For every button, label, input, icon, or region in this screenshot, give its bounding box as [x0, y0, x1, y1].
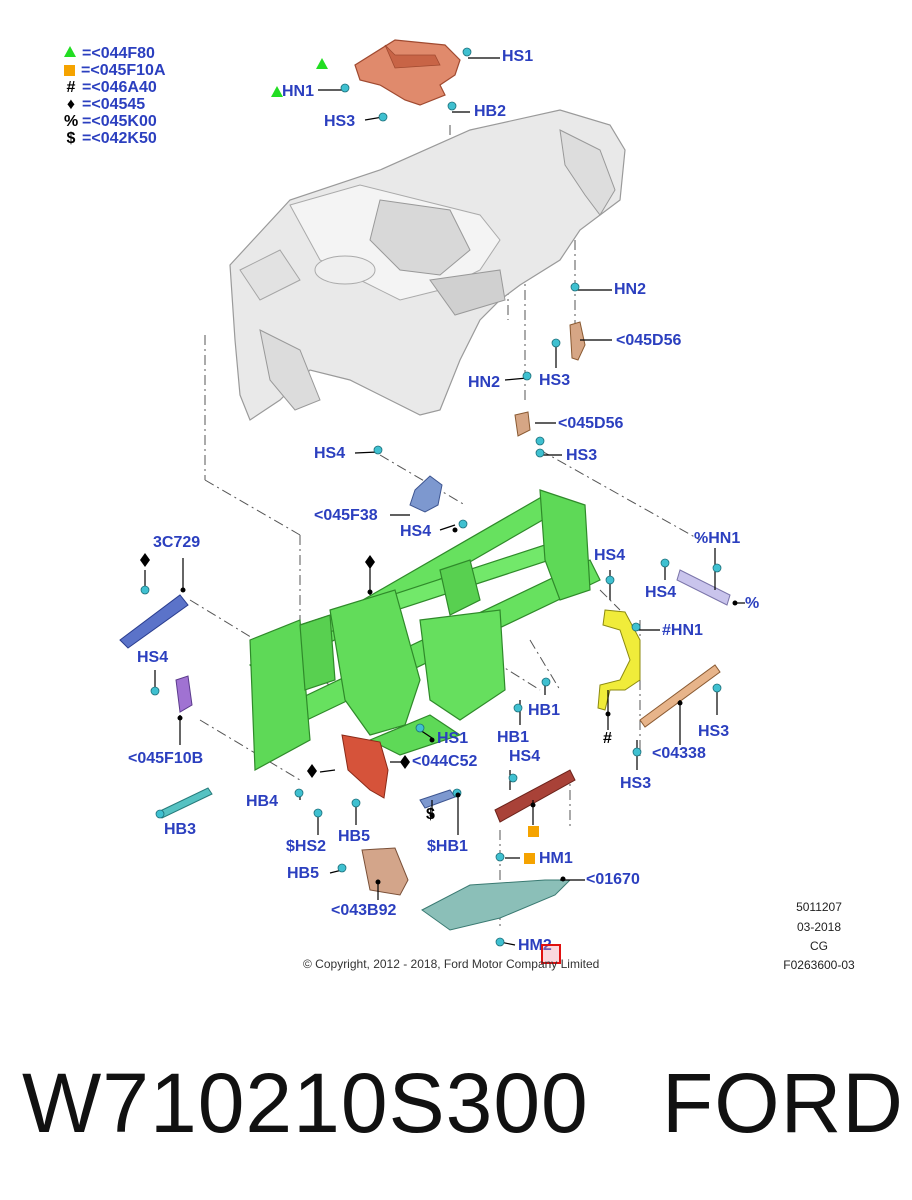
callout-hs4: HS4 — [645, 584, 677, 601]
legend-symbol: # — [66, 79, 76, 96]
bracket-045f38 — [409, 475, 443, 513]
legend-text: =<044F80 — [82, 45, 155, 62]
callout-hb1: HB1 — [528, 702, 561, 719]
copyright-text: © Copyright, 2012 - 2018, Ford Motor Com… — [303, 957, 600, 971]
callout-hs3: HS3 — [539, 372, 571, 389]
callout-hb3: HB3 — [164, 821, 197, 838]
callout-hs4: HS4 — [509, 748, 541, 765]
reference-code: 5011207 — [796, 900, 842, 914]
callout-hn1: #HN1 — [662, 622, 703, 639]
bracket-lavender — [676, 569, 731, 606]
bracket-3c729 — [119, 594, 189, 649]
callout-hm2: HM2 — [518, 937, 552, 954]
callout-hb1: HB1 — [497, 729, 530, 746]
callout-hn2: HN2 — [468, 374, 501, 391]
legend-row-hash: # =<046A40 — [64, 79, 157, 96]
callout-hs3: HS3 — [698, 723, 730, 740]
callout-hs1: HS1 — [502, 48, 534, 65]
rod-hb3 — [157, 787, 213, 819]
callout-04338: <04338 — [652, 745, 706, 762]
callout-hs4: HS4 — [400, 523, 432, 540]
callout-hs3: HS3 — [620, 775, 652, 792]
legend-symbol: $ — [66, 130, 76, 147]
callout-percent: % — [745, 595, 760, 612]
legend-row-diamond: ♦ =<04545 — [64, 96, 145, 113]
callout-3c729: 3C729 — [153, 534, 201, 551]
callout-045d56: <045D56 — [616, 332, 682, 349]
callout-hb4: HB4 — [246, 793, 279, 810]
brand-name: FORD — [662, 1056, 904, 1150]
callout-hs4: HS4 — [137, 649, 169, 666]
callout-044c52: <044C52 — [412, 753, 478, 770]
bracket-044c52 — [341, 734, 389, 799]
callout-hb1: $HB1 — [427, 838, 468, 855]
legend-text: =<04545 — [82, 96, 146, 113]
cross-car-beam — [249, 489, 601, 771]
callout-hm1: HM1 — [539, 850, 573, 867]
legend-row-triangle: =<044F80 — [64, 45, 155, 62]
green-triangle-icon — [64, 46, 76, 57]
callout-045f38: <045F38 — [314, 507, 378, 524]
legend-symbol: ♦ — [66, 96, 76, 113]
bracket-045d56-a — [569, 321, 586, 361]
reference-date: 03-2018 — [796, 920, 842, 934]
orange-square-icon — [64, 65, 75, 76]
callout-hs4: HS4 — [314, 445, 346, 462]
upper-bracket — [354, 39, 461, 106]
callout-01670: <01670 — [586, 871, 640, 888]
exploded-parts-diagram — [119, 39, 745, 947]
callout-hb5: HB5 — [338, 828, 371, 845]
footer: W710210S300 FORD — [0, 1055, 912, 1155]
callout-hb2: HB2 — [474, 103, 507, 120]
bracket-hm1 — [494, 769, 576, 823]
callout-hs3: HS3 — [324, 113, 356, 130]
instrument-panel — [229, 109, 626, 421]
callout-045f10b: <045F10B — [128, 750, 204, 767]
symbol-markers — [140, 58, 539, 864]
callout-045d56: <045D56 — [558, 415, 624, 432]
callout-hs2: $HS2 — [286, 838, 327, 855]
legend-text: =<045F10A — [81, 62, 166, 79]
bracket-045d56-b — [514, 411, 531, 437]
reference-figure-id: F0263600-03 — [783, 958, 855, 972]
legend-text: =<046A40 — [82, 79, 157, 96]
legend-text: =<042K50 — [82, 130, 157, 147]
bracket-045f10b — [175, 675, 193, 713]
callout-hn1: HN1 — [282, 83, 315, 100]
callout-hs1: HS1 — [437, 730, 469, 747]
part-number: W710210S300 — [22, 1056, 589, 1150]
callout-043b92: <043B92 — [331, 902, 397, 919]
callout-hs3: HS3 — [566, 447, 598, 464]
strip-04338 — [639, 664, 721, 728]
legend-row-percent: %=<045K00 — [64, 113, 157, 130]
legend-row-square: =<045F10A — [64, 62, 166, 79]
plate-01670 — [421, 879, 572, 931]
bracket-hb1 — [419, 789, 456, 809]
bracket-043b92 — [361, 847, 409, 896]
callout-hs4: HS4 — [594, 547, 626, 564]
callout-hb5: HB5 — [287, 865, 320, 882]
legend-text: =<045K00 — [82, 113, 157, 130]
callout-hash: # — [603, 730, 612, 747]
legend-row-dollar: $ =<042K50 — [64, 130, 157, 147]
reference-initials: CG — [810, 939, 828, 953]
callout-dollar: $ — [426, 806, 435, 823]
highlight-marker — [541, 944, 561, 964]
legend-symbol: % — [64, 113, 79, 130]
bracket-yellow — [597, 609, 641, 711]
callout-hn2: HN2 — [614, 281, 647, 298]
callout-hn1: %HN1 — [694, 530, 741, 547]
